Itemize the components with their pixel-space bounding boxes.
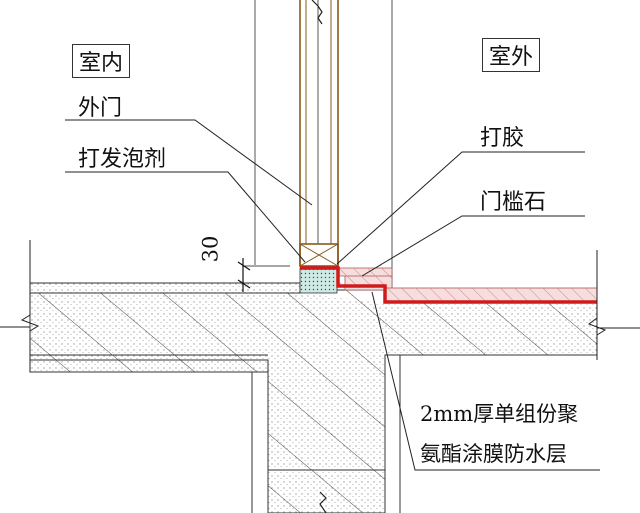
dimension-30 xyxy=(237,258,290,292)
indoor-screed xyxy=(29,282,301,294)
break-symbol-right xyxy=(587,250,607,360)
membrane-label-line1: 2mm厚单组份聚 xyxy=(420,402,579,426)
ceiling-lines xyxy=(30,354,401,513)
threshold-stone-label: 门槛石 xyxy=(480,190,547,215)
indoor-label: 室内 xyxy=(72,44,131,78)
break-symbol-top xyxy=(311,0,323,25)
outdoor-label: 室外 xyxy=(482,38,541,72)
exterior-door-label: 外门 xyxy=(78,96,123,121)
break-symbol-bottom xyxy=(319,491,327,513)
break-symbol-left xyxy=(20,240,40,372)
sealant-label: 打胶 xyxy=(480,126,525,151)
wall-lines xyxy=(254,0,393,290)
foam-fill xyxy=(299,267,338,294)
waterproof-membrane xyxy=(300,266,597,304)
foam-label: 打发泡剂 xyxy=(78,147,167,172)
leader-lines xyxy=(65,119,600,471)
membrane-label-line2: 氨酯涂膜防水层 xyxy=(420,442,567,466)
dimension-label: 30 xyxy=(198,235,223,263)
door-frame xyxy=(299,0,339,267)
